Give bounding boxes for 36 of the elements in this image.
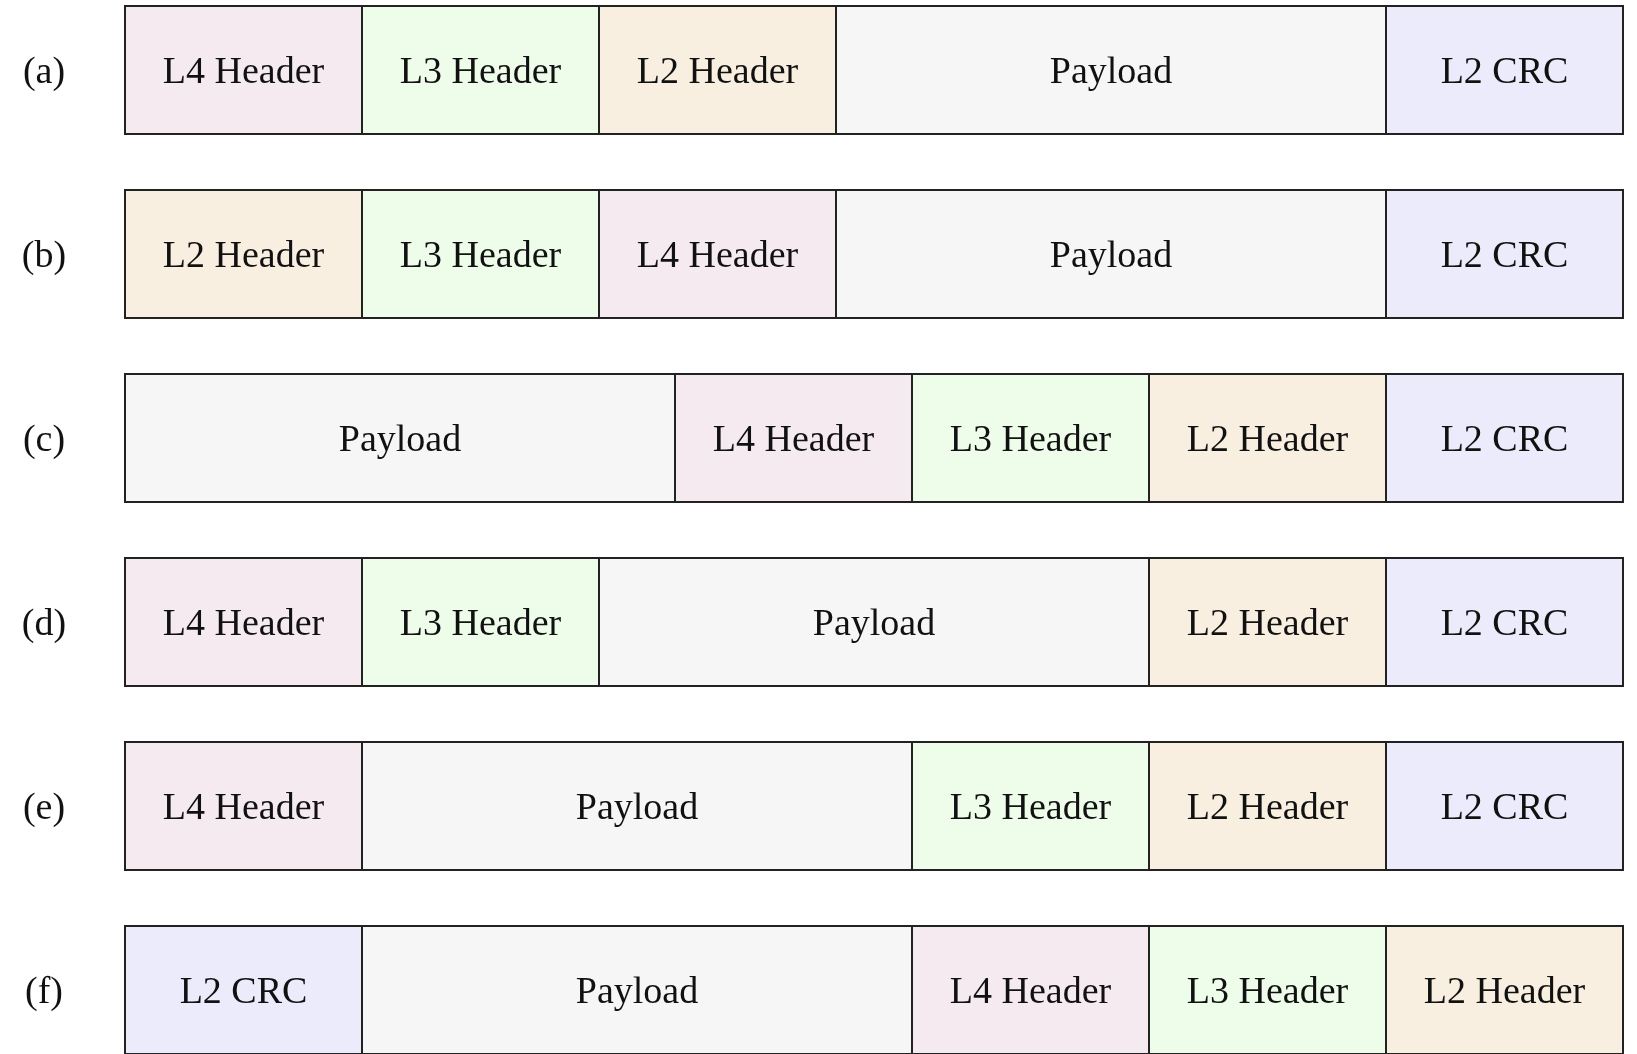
row-label: (c) — [21, 416, 67, 461]
packet-field: Payload — [361, 741, 913, 871]
packet-field: L3 Header — [1148, 925, 1387, 1054]
row-label: (d) — [20, 600, 68, 645]
packet-field: L3 Header — [911, 741, 1150, 871]
packet-field: L4 Header — [124, 5, 363, 135]
packet-field: L3 Header — [361, 5, 600, 135]
packet-field: L2 CRC — [1385, 5, 1624, 135]
packet-field: L4 Header — [124, 741, 363, 871]
packet-field: L2 Header — [1148, 741, 1387, 871]
row-label: (b) — [20, 232, 68, 277]
packet-field: Payload — [361, 925, 913, 1054]
packet-field: L2 Header — [124, 189, 363, 319]
row-label: (e) — [21, 784, 67, 829]
packet-field: Payload — [598, 557, 1150, 687]
packet-field: L3 Header — [911, 373, 1150, 503]
packet-field: Payload — [124, 373, 676, 503]
packet-field: L2 CRC — [1385, 189, 1624, 319]
packet-field: L2 CRC — [124, 925, 363, 1054]
packet-field: L4 Header — [124, 557, 363, 687]
row-label: (a) — [21, 48, 67, 93]
packet-field: L2 Header — [1385, 925, 1624, 1054]
row-label: (f) — [24, 968, 64, 1013]
packet-field: L2 Header — [1148, 373, 1387, 503]
packet-field: L2 CRC — [1385, 557, 1624, 687]
packet-field: L2 Header — [598, 5, 837, 135]
packet-field: Payload — [835, 5, 1387, 135]
packet-field: L4 Header — [911, 925, 1150, 1054]
packet-field: L3 Header — [361, 557, 600, 687]
packet-field: L2 Header — [1148, 557, 1387, 687]
packet-field: L4 Header — [598, 189, 837, 319]
packet-field: L2 CRC — [1385, 741, 1624, 871]
packet-field: L4 Header — [674, 373, 913, 503]
packet-field: L2 CRC — [1385, 373, 1624, 503]
packet-field: Payload — [835, 189, 1387, 319]
packet-field: L3 Header — [361, 189, 600, 319]
